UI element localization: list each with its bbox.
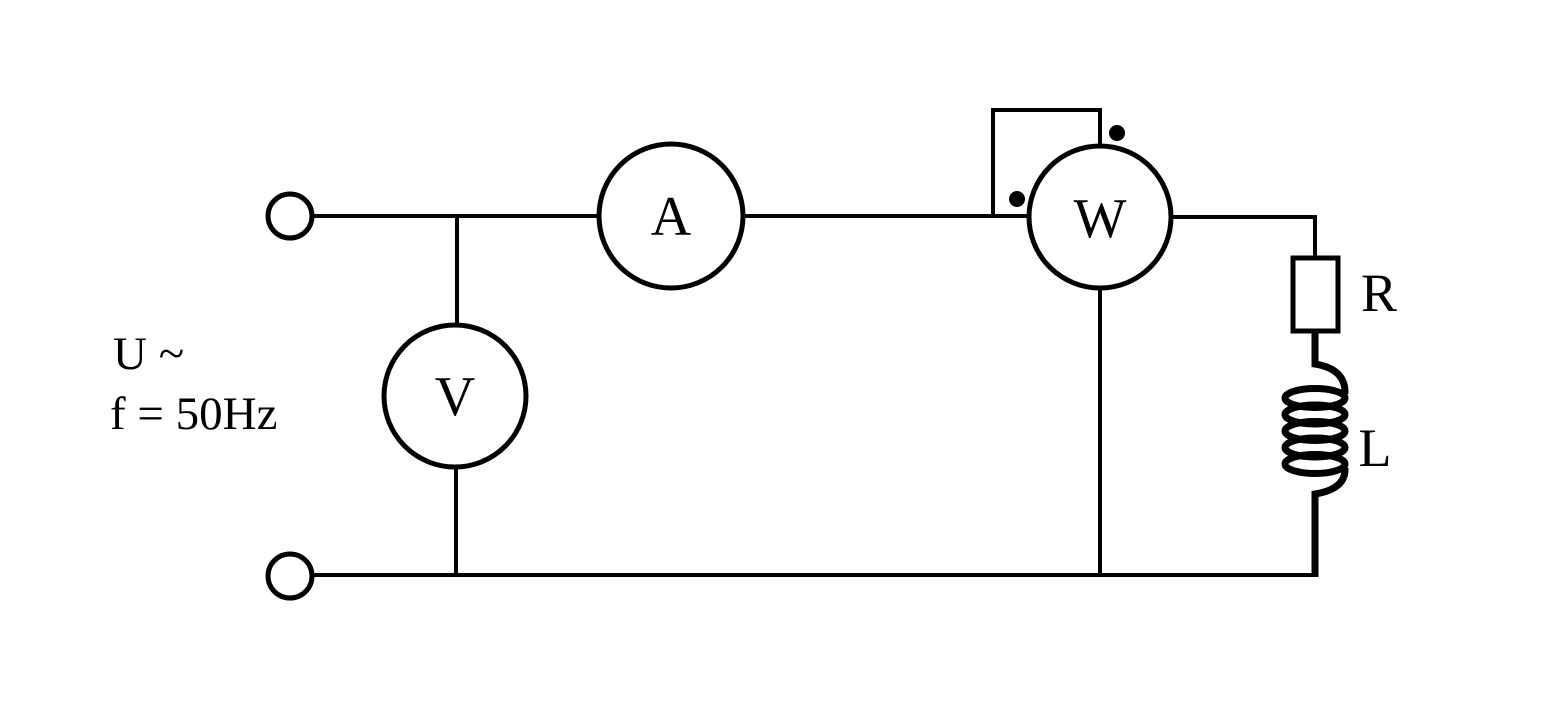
input-terminal-bottom-icon xyxy=(265,551,315,601)
inductor-label: L xyxy=(1359,418,1392,478)
inductor-lead-bottom xyxy=(1311,467,1349,577)
input-terminal-top-icon xyxy=(265,191,315,241)
resistor-symbol xyxy=(1290,255,1341,334)
wattmeter-label: W xyxy=(1074,188,1127,250)
ammeter-symbol xyxy=(596,141,746,291)
wattmeter-polarity-dot-left xyxy=(1009,191,1025,207)
circuit-wiring xyxy=(265,108,1349,601)
inductor-symbol xyxy=(1281,331,1349,577)
inductor-turn-5 xyxy=(1281,451,1349,477)
resistor-label: R xyxy=(1361,263,1397,323)
ammeter-label: A xyxy=(651,186,692,248)
wattmeter-symbol xyxy=(1026,143,1174,291)
inductor-lead-top xyxy=(1311,331,1349,395)
voltmeter-label: V xyxy=(435,366,475,428)
wattmeter-polarity-dot-top xyxy=(1109,125,1125,141)
wire-wattmeter-current-coil-bracket xyxy=(991,108,1102,218)
voltmeter-symbol xyxy=(381,322,529,470)
frequency-label: f = 50Hz xyxy=(110,388,277,440)
source-voltage-label: U ~ xyxy=(113,328,184,380)
wire-top-rail-right xyxy=(1171,215,1317,260)
